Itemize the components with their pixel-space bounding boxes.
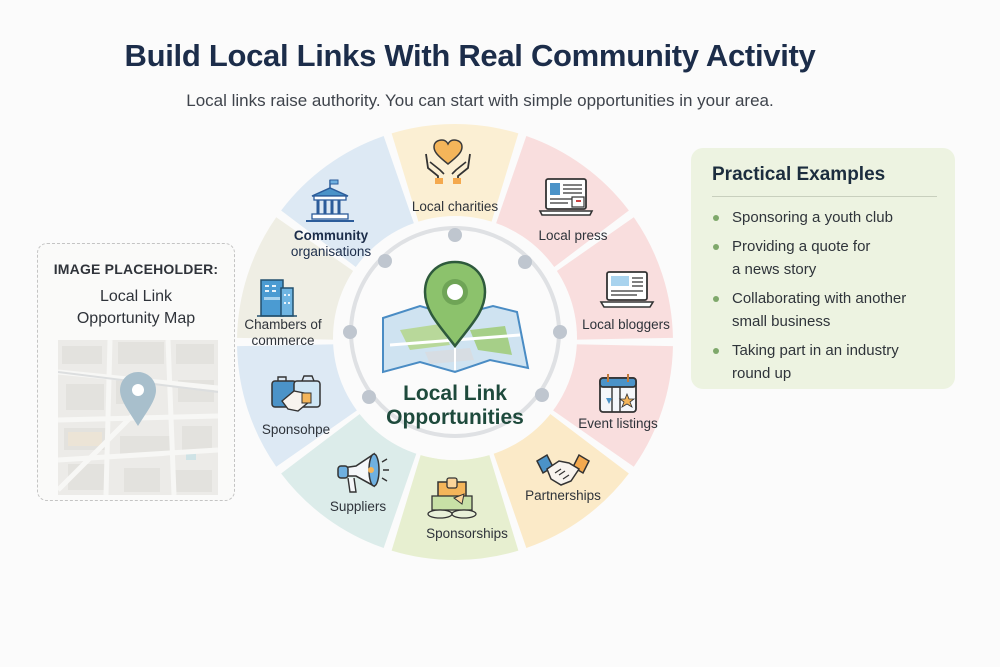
page-subtitle: Local links raise authority. You can sta… — [186, 91, 774, 110]
practical-examples-panel: Practical Examples Sponsoring a youth cl… — [691, 148, 955, 389]
gift-box-icon — [427, 477, 477, 519]
handshake-icon — [536, 453, 590, 486]
wheel-segment — [391, 123, 519, 230]
placeholder-title: Local Link Opportunity Map — [76, 288, 196, 327]
bullet-icon — [713, 296, 719, 302]
map-pin-on-map-icon — [382, 260, 530, 374]
laptop-icon — [599, 271, 655, 308]
segment-label-sponsohpe: Sponsohpe — [261, 422, 331, 437]
placeholder-map-image — [58, 340, 218, 495]
civic-building-icon — [306, 179, 354, 222]
segment-label-local-charities: Local charities — [411, 199, 499, 214]
segment-label-suppliers: Suppliers — [329, 499, 387, 514]
segment-label-local-press: Local press — [538, 228, 608, 243]
segment-label-chambers-of-commerce: Chambers of commerce — [244, 317, 322, 348]
page-title: Build Local Links With Real Community Ac… — [124, 38, 816, 73]
bullet-icon — [713, 215, 719, 221]
segment-label-sponsorships: Sponsorships — [426, 526, 508, 541]
examples-list: Sponsoring a youth club Providing a quot… — [712, 206, 942, 391]
calendar-icon — [599, 374, 637, 413]
map-pin-icon — [120, 372, 156, 426]
examples-divider — [712, 196, 937, 197]
bullet-icon — [713, 348, 719, 354]
placeholder-kicker: IMAGE PLACEHOLDER: — [53, 261, 219, 277]
office-building-icon — [257, 279, 297, 317]
street-map-graphic — [58, 340, 218, 495]
newspaper-laptop-icon — [538, 178, 594, 216]
briefcase-handshake-icon — [271, 375, 321, 412]
bullet-icon — [713, 244, 719, 250]
megaphone-icon — [337, 452, 389, 493]
segment-label-community-organisations: Community organisations — [290, 228, 372, 259]
wheel-segment — [281, 136, 417, 271]
list-item: Sponsoring a youth club — [712, 206, 942, 229]
wheel-center-title: Local Link Opportunities — [386, 382, 524, 429]
examples-title: Practical Examples — [712, 164, 886, 185]
ring-dots — [343, 228, 567, 404]
segment-label-partnerships: Partnerships — [525, 488, 601, 503]
image-placeholder: IMAGE PLACEHOLDER: Local Link Opportunit… — [37, 243, 235, 501]
heart-hands-icon — [425, 139, 471, 184]
segment-label-local-bloggers: Local bloggers — [582, 317, 670, 332]
segment-label-event-listings: Event listings — [578, 416, 658, 431]
